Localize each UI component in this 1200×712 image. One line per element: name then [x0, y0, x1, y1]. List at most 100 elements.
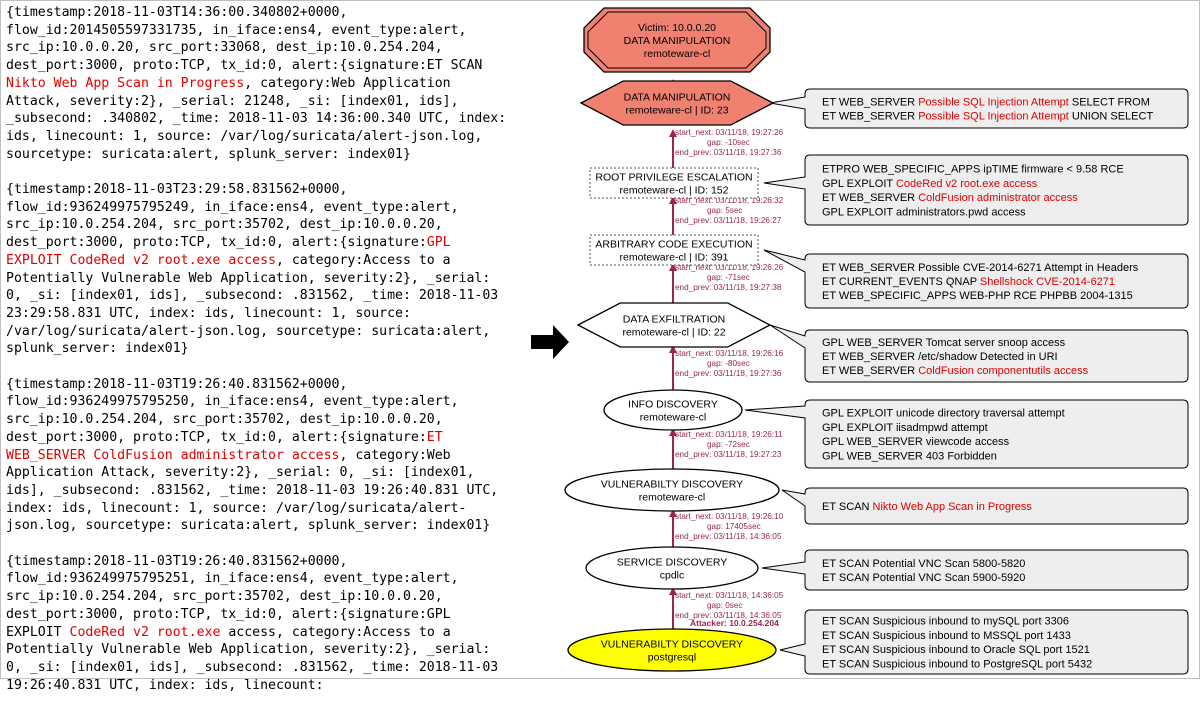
callout-line: ET WEB_SERVER /etc/shadow Detected in UR…: [822, 351, 1058, 363]
log-text: index: ids, linecount: 1, source: /var/l…: [6, 500, 467, 516]
log-highlight: EXPLOIT CodeRed v2 root.exe access: [6, 252, 276, 268]
callout-bubble: [744, 399, 1189, 469]
log-text: src_ip:10.0.254.204, src_port:35702, des…: [6, 412, 443, 428]
edge-label: gap: -72sec: [707, 440, 750, 449]
log-highlight: CodeRed v2 root.exe: [69, 624, 221, 640]
callout-root-privilege-escalation: ETPRO WEB_SPECIFIC_APPS ipTIME firmware …: [763, 154, 1189, 226]
edge-label: start_next: 03/11/18, 19:27:26: [675, 128, 784, 137]
log-text: dest_port:3000, proto:TCP, tx_id:0, aler…: [6, 58, 483, 74]
callout-bubble: [769, 88, 1189, 129]
right-arrow-icon: [531, 325, 569, 359]
log-highlight: GPL: [426, 235, 451, 251]
node-label: remoteware-cl: [644, 48, 711, 60]
edge-label: gap: -71sec: [707, 273, 750, 282]
callout-highlight: Possible SQL Injection Attempt: [918, 96, 1069, 108]
callout-line: ET WEB_SERVER ColdFusion administrator a…: [822, 192, 1078, 204]
node-shape: [579, 80, 775, 126]
log-text: ids, linecount: 1, source: /var/log/suri…: [6, 128, 483, 144]
log-text: flow_id:936249975795250, in_iface:ens4, …: [6, 394, 459, 410]
edge-label: gap: 5sec: [707, 206, 743, 215]
edge-label: end_prev: 03/11/18, 19:27:36: [675, 148, 782, 157]
callout-line: ET SCAN Nikto Web App Scan in Progress: [822, 501, 1032, 513]
callout-bubble: [763, 249, 1189, 309]
node-label: INFO DISCOVERY: [628, 399, 718, 411]
callout-vulnerability-discovery-remoteware: ET SCAN Nikto Web App Scan in Progress: [781, 487, 1189, 525]
callout-line: ET WEB_SPECIFIC_APPS WEB-PHP RCE PHPBB 2…: [822, 290, 1133, 302]
callout-text: ET SCAN: [822, 501, 873, 513]
node-label: ARBITRARY CODE EXECUTION: [595, 239, 752, 251]
node-label: DATA EXFILTRATION: [623, 314, 725, 326]
log-text: Attack, severity:2}, _serial: 21248, _si…: [6, 93, 459, 109]
log-text: json.log, sourcetype: suricata:alert, sp…: [6, 518, 491, 534]
callout-highlight: CodeRed v2 root.exe access: [896, 178, 1038, 190]
callout-line: GPL EXPLOIT administrators.pwd access: [822, 206, 1026, 218]
log-text: sourcetype: suricata:alert, splunk_serve…: [6, 146, 411, 162]
callout-text: ET WEB_SERVER: [822, 192, 918, 204]
node-label: remoteware-cl: [639, 492, 706, 504]
callout-bubble: [781, 487, 1189, 525]
log-highlight: ET: [426, 429, 443, 445]
log-text: dest_port:3000, proto:TCP, tx_id:0, aler…: [6, 235, 427, 251]
log-text: dest_port:3000, proto:TCP, tx_id:0, aler…: [6, 429, 427, 445]
node-shape: [589, 167, 759, 199]
node-shape: [564, 468, 780, 512]
callout-text: ET SCAN Suspicious inbound to MSSQL port…: [822, 630, 1071, 642]
log-text: flow_id:936249975795249, in_iface:ens4, …: [6, 199, 459, 215]
callout-line: GPL WEB_SERVER Tomcat server snoop acces…: [822, 337, 1066, 349]
log-text: 19:26:40.831 UTC, index: ids, linecount:: [6, 677, 324, 693]
node-label: VULNERABILTY DISCOVERY: [601, 479, 743, 491]
callout-bubble: [769, 324, 1189, 383]
callout-line: ET SCAN Potential VNC Scan 5900-5920: [822, 572, 1025, 584]
callout-text: ET SCAN Suspicious inbound to mySQL port…: [822, 616, 1069, 628]
callout-highlight: ColdFusion administrator access: [918, 192, 1078, 204]
callout-info-discovery: GPL EXPLOIT unicode directory traversal …: [744, 399, 1189, 469]
callout-line: GPL EXPLOIT CodeRed v2 root.exe access: [822, 178, 1038, 190]
callout-data-exfiltration: GPL WEB_SERVER Tomcat server snoop acces…: [769, 324, 1189, 383]
log-entry: {timestamp:2018-11-03T23:29:58.831562+00…: [6, 181, 521, 358]
callout-text: ET SCAN Suspicious inbound to PostgreSQL…: [822, 658, 1092, 670]
callout-text: ETPRO WEB_SPECIFIC_APPS ipTIME firmware …: [822, 164, 1124, 176]
callout-text: GPL EXPLOIT iisadmpwd attempt: [822, 422, 988, 434]
node-label: postgresql: [648, 652, 696, 664]
callout-highlight: ColdFusion componentutils access: [918, 365, 1088, 377]
callout-text: ET SCAN Potential VNC Scan 5800-5820: [822, 558, 1025, 570]
callout-line: ET WEB_SERVER Possible SQL Injection Att…: [822, 111, 1153, 123]
log-text: , category:Web Application: [244, 75, 451, 91]
edge-label: start_next: 03/11/18, 19:26:10: [675, 512, 784, 521]
callout-text: ET WEB_SERVER Possible CVE-2014-6271 Att…: [822, 262, 1139, 274]
callout-text: ET WEB_SERVER: [822, 365, 918, 377]
log-text: src_ip:10.0.254.204, src_port:35702, des…: [6, 217, 443, 233]
callout-data-manipulation: ET WEB_SERVER Possible SQL Injection Att…: [769, 88, 1189, 129]
node-label: cpdlc: [660, 570, 685, 582]
callout-text: SELECT FROM: [1069, 96, 1150, 108]
log-text: Application Attack, severity:2}, _serial…: [6, 465, 475, 481]
node-label: ROOT PRIVILEGE ESCALATION: [595, 172, 752, 184]
callout-text: GPL WEB_SERVER 403 Forbidden: [822, 450, 997, 462]
node-label: remoteware-cl: [640, 412, 707, 424]
callout-line: ET WEB_SERVER ColdFusion componentutils …: [822, 365, 1089, 377]
callout-line: ET SCAN Suspicious inbound to Oracle SQL…: [822, 644, 1090, 656]
log-text: /var/log/suricata/alert-json.log, source…: [6, 323, 491, 339]
log-text: , category:Access to a: [275, 252, 451, 268]
callout-service-discovery: ET SCAN Potential VNC Scan 5800-5820 ET S…: [761, 549, 1189, 591]
callout-highlight: Shellshock CVE-2014-6271: [980, 276, 1115, 288]
log-text: Potentially Vulnerable Web Application, …: [6, 270, 491, 286]
node-label: SERVICE DISCOVERY: [617, 557, 727, 569]
node-label: remoteware-cl | ID: 391: [620, 252, 729, 264]
node-shape: [589, 234, 759, 266]
callout-text: ET SCAN Suspicious inbound to Oracle SQL…: [822, 644, 1090, 656]
callout-text: UNION SELECT: [1069, 111, 1154, 123]
callout-arbitrary-code-execution: ET WEB_SERVER Possible CVE-2014-6271 Att…: [763, 249, 1189, 309]
log-text: {timestamp:2018-11-03T14:36:00.340802+00…: [6, 5, 348, 20]
node-shape: [567, 628, 777, 672]
log-text: {timestamp:2018-11-03T19:26:40.831562+00…: [6, 376, 348, 392]
callout-line: ET SCAN Suspicious inbound to mySQL port…: [822, 616, 1069, 628]
callout-text: GPL WEB_SERVER viewcode access: [822, 436, 1010, 448]
callout-bubble: [763, 154, 1189, 226]
